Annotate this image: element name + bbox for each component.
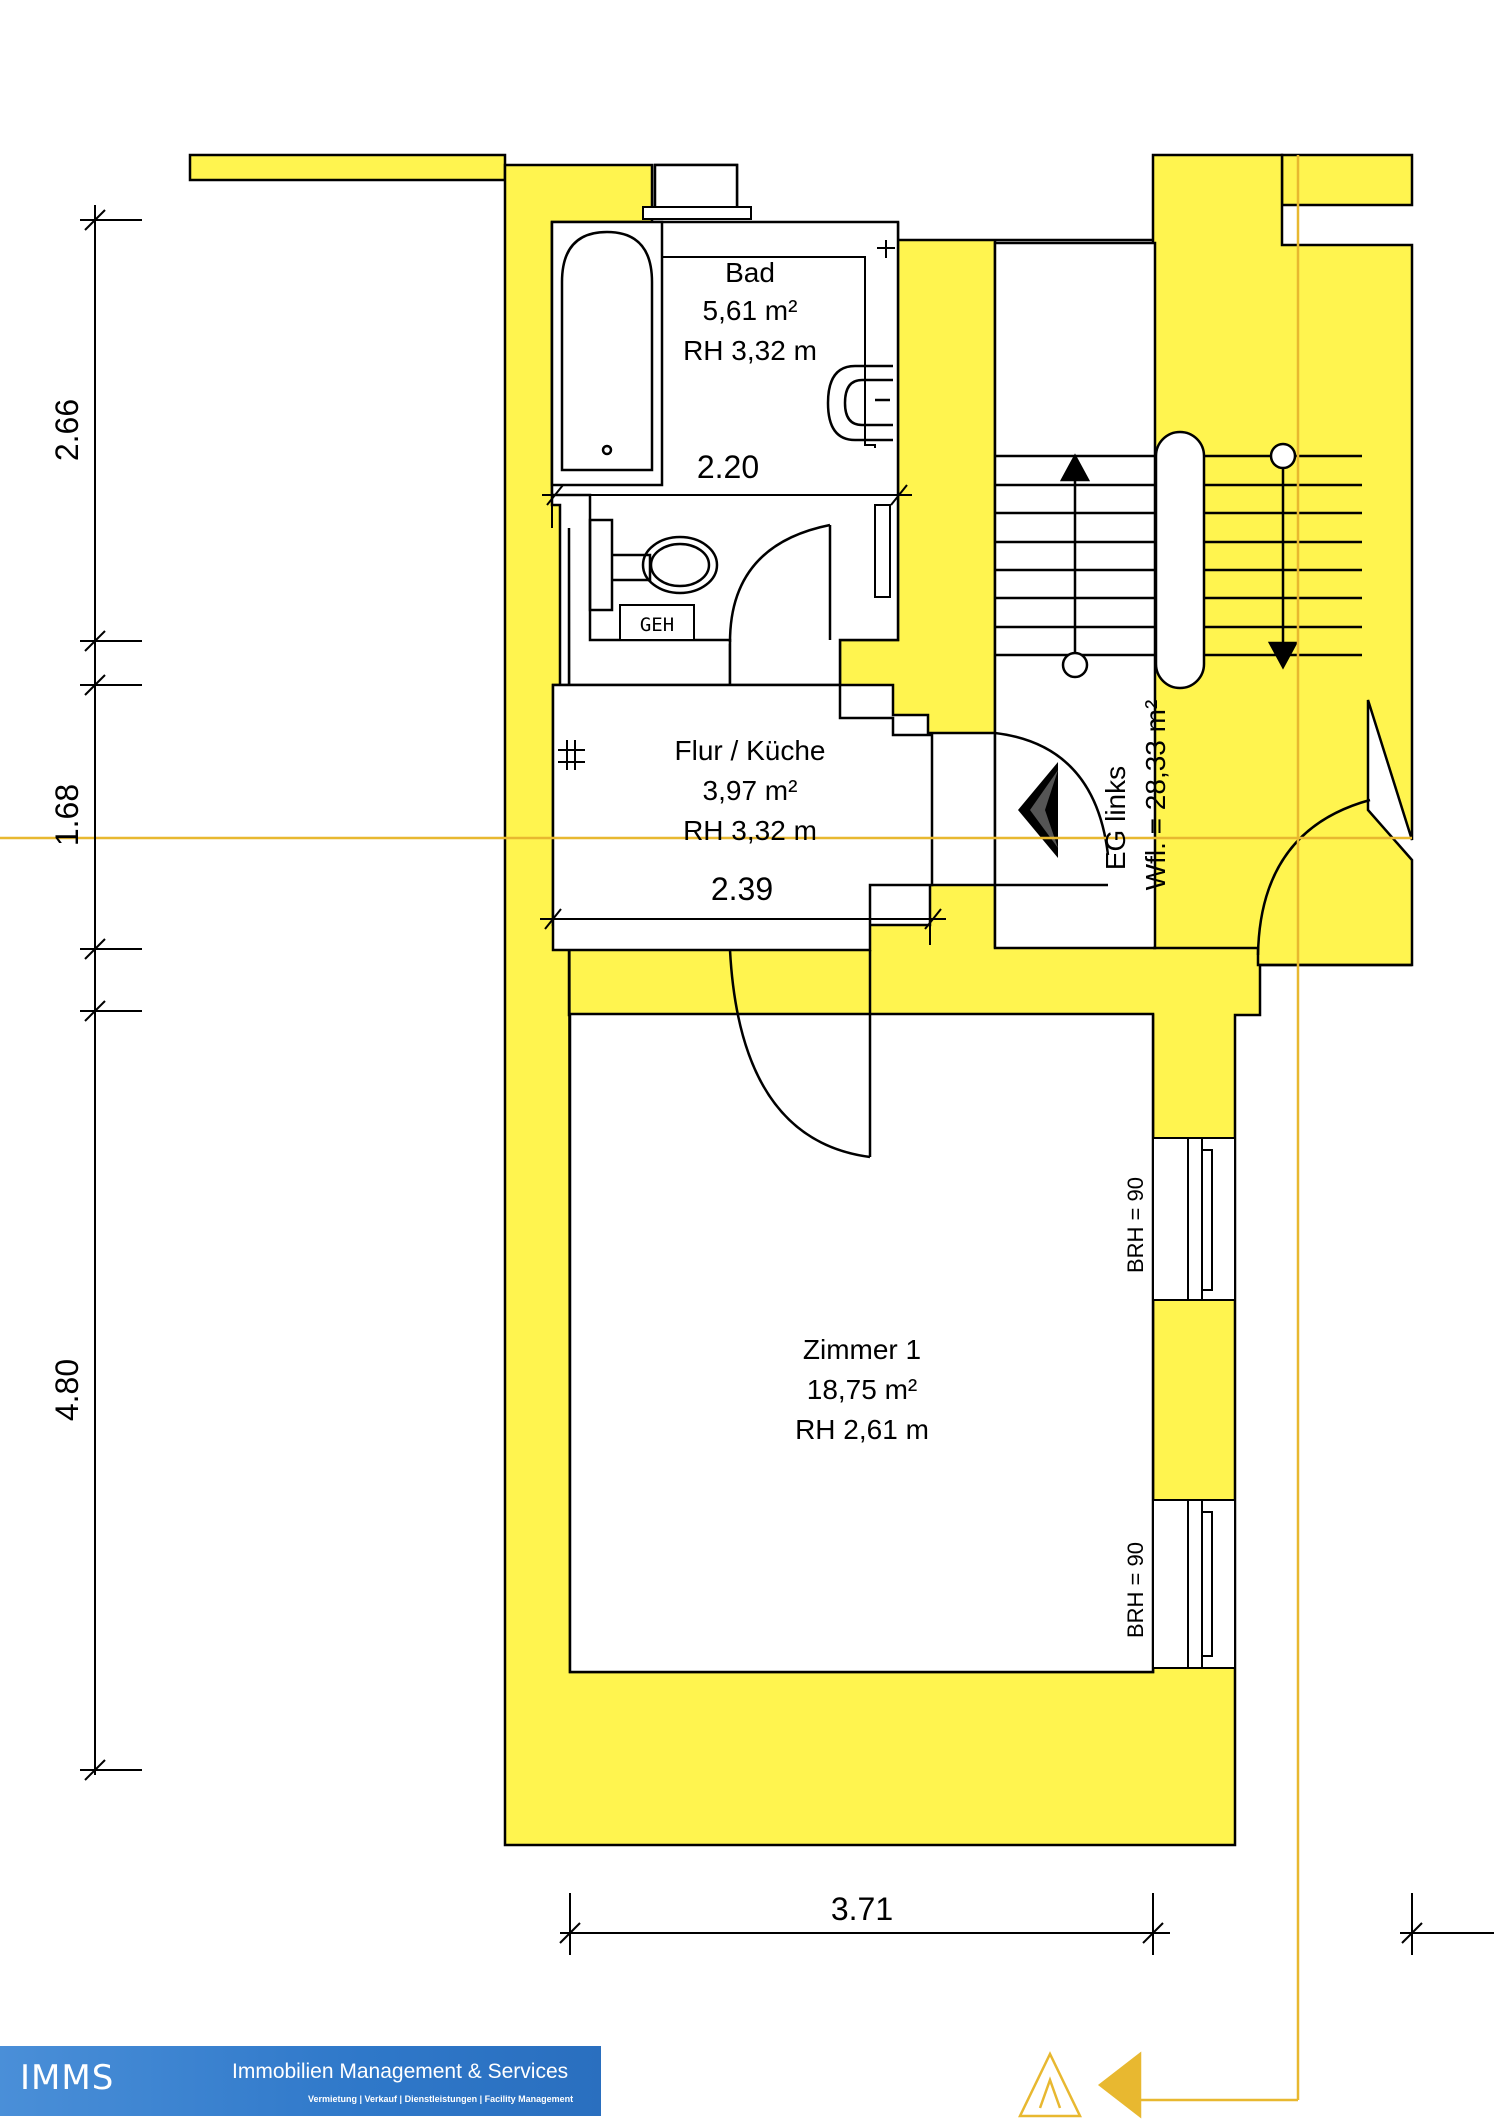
entrance-marker (1018, 762, 1058, 858)
doors (728, 523, 1371, 1159)
flur-area: 3,97 m² (703, 775, 798, 806)
orientation-lines (0, 155, 1412, 2119)
windows (1152, 1137, 1236, 1669)
dim-left-mid: 1.68 (49, 784, 85, 846)
dim-bad-width: 2.20 (697, 449, 759, 485)
logo-mark: IMMS (20, 2058, 115, 2098)
dim-left-top: 2.66 (49, 399, 85, 461)
imms-logo: IMMS Immobilien Management & Services Ve… (0, 2046, 601, 2116)
flur-radiator-marker (558, 740, 585, 770)
flur-height: RH 3,32 m (683, 815, 817, 846)
logo-company-name: Immobilien Management & Services (232, 2060, 569, 2083)
dim-left-bottom: 4.80 (49, 1359, 85, 1421)
plus-marker (877, 240, 895, 258)
bad-radiator (874, 504, 891, 598)
bad-height: RH 3,32 m (683, 335, 817, 366)
bad-inner-line (662, 256, 876, 448)
unit-name: EG links (1100, 766, 1131, 870)
geh-box (619, 604, 695, 641)
wc-label: GEH (640, 614, 674, 636)
window-bottom-label: BRH = 90 (1123, 1542, 1148, 1638)
staircase (995, 430, 1362, 690)
wc (588, 518, 719, 612)
zimmer-room (568, 1012, 1155, 1674)
top-window (642, 206, 752, 220)
flur-room (551, 683, 934, 952)
unit-area: Wfl. = 28,33 m² (1140, 700, 1171, 891)
bad-name: Bad (725, 257, 775, 288)
bad-area: 5,61 m² (703, 295, 798, 326)
dim-zimmer-width: 3.71 (831, 1891, 893, 1927)
zimmer-height: RH 2,61 m (795, 1414, 929, 1445)
flur-name: Flur / Küche (675, 735, 826, 766)
sink (826, 364, 893, 442)
dim-flur-width: 2.39 (711, 871, 773, 907)
zimmer-area: 18,75 m² (807, 1374, 918, 1405)
window-top-label: BRH = 90 (1123, 1177, 1148, 1273)
dimension-lines (80, 205, 1494, 1955)
top-notch (653, 163, 739, 212)
zimmer-name: Zimmer 1 (803, 1334, 921, 1365)
bathtub (550, 220, 664, 487)
logo-tagline: Vermietung | Verkauf | Dienstleistungen … (308, 2094, 574, 2104)
